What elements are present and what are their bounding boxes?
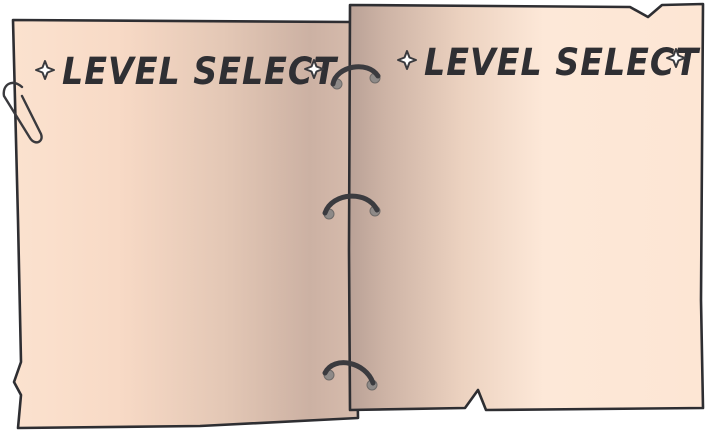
- left-title-group: LEVEL SELECT: [35, 50, 338, 93]
- binder-ring-top: [330, 64, 381, 90]
- paper-clip-icon: [2, 81, 43, 144]
- right-title-group: LEVEL SELECT: [397, 41, 700, 84]
- sparkle-icon: [397, 50, 417, 70]
- left-page-title: LEVEL SELECT: [62, 50, 338, 93]
- sparkle-icon: [35, 60, 55, 80]
- right-page-title: LEVEL SELECT: [424, 41, 700, 84]
- sparkle-icon: [304, 59, 324, 79]
- right-page: [347, 2, 705, 412]
- sparkle-icon: [666, 48, 686, 68]
- binder-ring-bottom: [322, 360, 378, 391]
- binder-ring-middle: [322, 193, 381, 220]
